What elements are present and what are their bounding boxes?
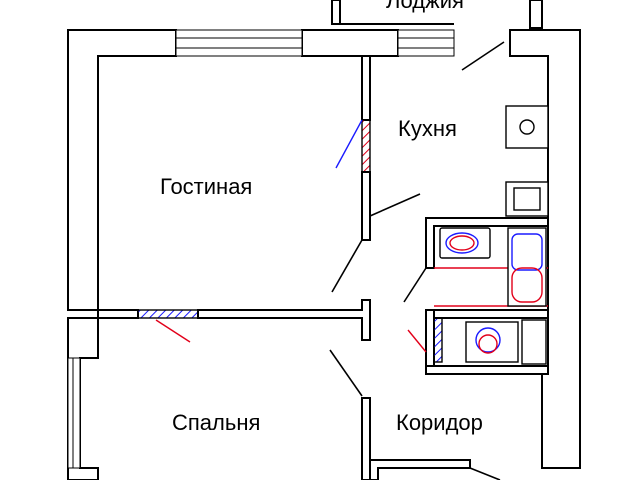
wall-entrance <box>369 459 471 480</box>
window-icon <box>175 29 303 57</box>
door-swing-icon <box>461 41 505 71</box>
plumbing-line <box>407 329 427 353</box>
stove-icon <box>505 181 549 217</box>
plumbing-line <box>155 319 191 343</box>
bathroom-cabinet <box>521 319 547 365</box>
door-swing-icon <box>331 239 363 293</box>
toilet-icon <box>465 321 519 363</box>
washbasin-icon <box>439 227 491 259</box>
wall-bath-bottom <box>425 365 549 375</box>
room-label-bedroom: Спальня <box>172 410 260 435</box>
wall-living-kitchen-lower <box>361 171 371 241</box>
loggia-wall-right <box>529 0 543 29</box>
hatched-wall-blue <box>137 309 199 319</box>
loggia-wall-left <box>331 0 341 25</box>
wall-living-bedroom-right <box>197 299 371 341</box>
hatched-wall-blue <box>433 317 443 363</box>
bathtub-icon <box>507 227 547 307</box>
plumbing-line <box>335 119 363 169</box>
window-icon <box>67 357 81 469</box>
wall-living-bedroom <box>97 309 139 319</box>
door-swing-icon <box>369 193 421 217</box>
room-label-living: Гостиная <box>160 174 252 199</box>
window-icon <box>397 29 455 57</box>
room-label-corridor: Коридор <box>396 410 483 435</box>
outer-wall-left <box>67 29 177 311</box>
door-swing-icon <box>403 267 427 303</box>
room-label-kitchen: Кухня <box>398 116 457 141</box>
room-label-loggia: Лоджия <box>386 0 464 13</box>
door-swing-icon <box>469 467 501 480</box>
sink-icon <box>505 105 549 149</box>
hatched-wall-red <box>361 119 371 173</box>
door-swing-icon <box>329 349 363 397</box>
wall-bath-divider <box>433 309 549 319</box>
wall-living-kitchen <box>361 55 371 121</box>
loggia <box>331 0 543 29</box>
outer-wall-top-mid <box>301 29 399 57</box>
wall-bedroom-corridor <box>361 397 371 480</box>
wall-bath-left <box>425 309 435 375</box>
